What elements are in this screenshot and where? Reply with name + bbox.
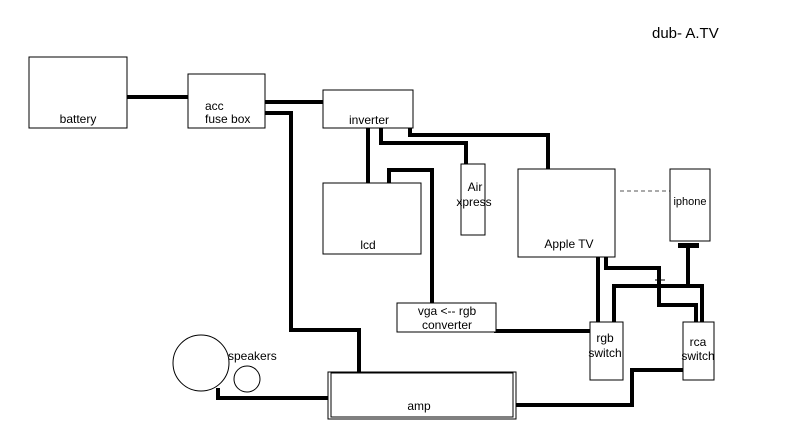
wire-switch-amp	[514, 368, 634, 407]
converter-label-line2: converter	[422, 318, 472, 332]
diagram-title: dub- A.TV	[652, 25, 719, 42]
battery-box: battery	[28, 56, 128, 129]
rca-switch-label-line2: switch	[681, 349, 714, 363]
wire-lcd-converter	[387, 168, 434, 305]
rgb-switch-box: rgb switch	[588, 321, 624, 381]
wire-rgb-cross	[657, 303, 698, 324]
battery-label: battery	[60, 112, 97, 126]
lcd-box: lcd	[322, 182, 422, 255]
speakers: speakers	[172, 334, 277, 393]
apple-tv-box: Apple TV	[517, 168, 616, 258]
speaker-small	[233, 365, 261, 393]
vga-rgb-converter-box: vga <-- rgb converter	[396, 302, 497, 333]
wire-rgb-tap	[612, 284, 667, 324]
lcd-label: lcd	[360, 238, 375, 252]
rgb-switch-label-line2: switch	[588, 346, 621, 360]
wire-inverter-airxpress	[379, 126, 468, 166]
rgb-switch-label-line1: rgb	[596, 331, 614, 345]
air-xpress-label-line2: xpress	[456, 195, 491, 209]
apple-tv-label: Apple TV	[544, 237, 593, 251]
wire-iphone-rcaswitch	[686, 248, 704, 324]
rca-switch-box: rca switch	[681, 321, 715, 381]
wire-speakers-amp	[216, 388, 330, 400]
air-xpress-box: Air xpress	[456, 163, 492, 236]
fuse-box: acc fuse box	[187, 73, 266, 129]
speakers-label: speakers	[228, 349, 277, 363]
iphone-dock-connector	[678, 243, 699, 248]
air-xpress-label-line1: Air	[468, 180, 483, 194]
speaker-large	[172, 334, 230, 392]
inverter-box: inverter	[322, 89, 414, 129]
amp-label: amp	[407, 399, 431, 413]
fuse-box-label-line1: acc	[205, 99, 224, 113]
converter-label-line1: vga <-- rgb	[418, 304, 477, 318]
wire-fusebox-amp	[263, 111, 361, 374]
rca-switch-label-line1: rca	[690, 335, 707, 349]
amp-box: amp	[327, 371, 517, 420]
iphone-label: iphone	[673, 196, 706, 208]
wire-inverter-appletv	[408, 126, 550, 171]
junction-mark	[655, 275, 665, 285]
fuse-box-label-line2: fuse box	[205, 112, 250, 126]
inverter-label: inverter	[349, 113, 389, 127]
iphone-box: iphone	[669, 168, 711, 242]
wires	[125, 95, 704, 407]
